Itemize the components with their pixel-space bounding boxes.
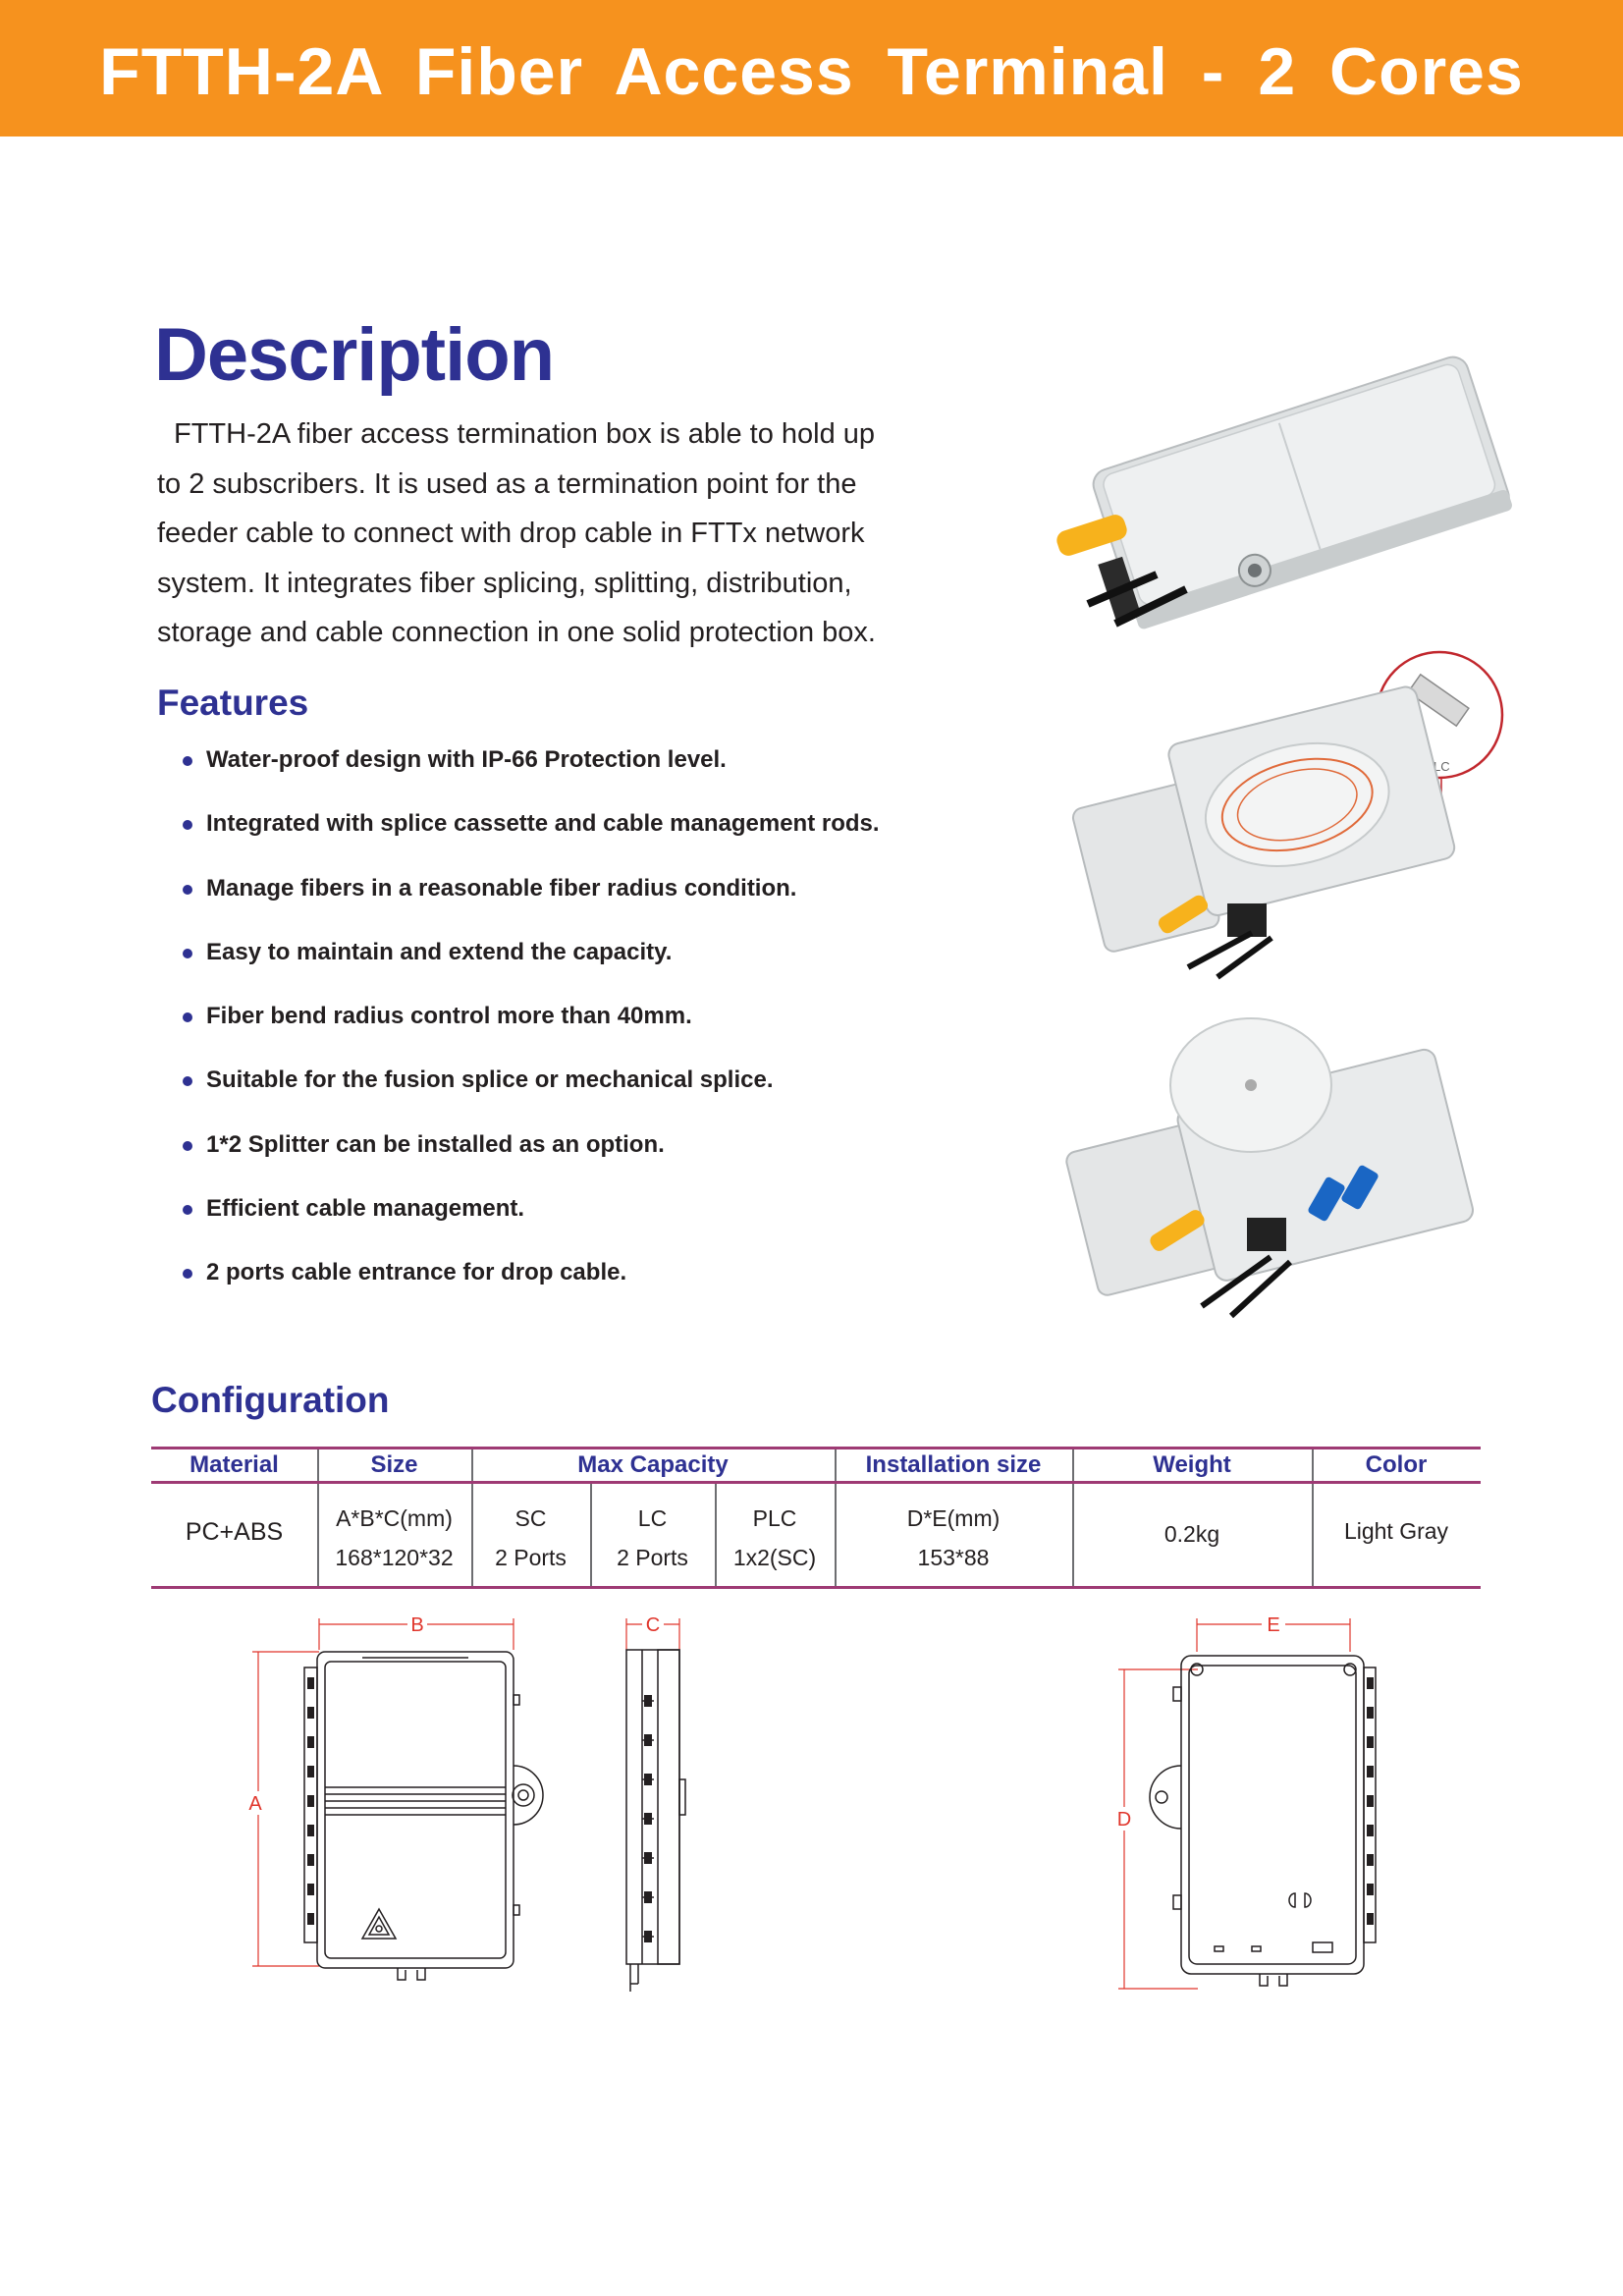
dim-label-e: E bbox=[1267, 1614, 1279, 1636]
cell-separator bbox=[1312, 1484, 1314, 1586]
bullet-icon bbox=[183, 1012, 192, 1023]
feature-text: Fiber bend radius control more than 40mm… bbox=[206, 1003, 692, 1030]
cell-size-unit: A*B*C(mm) bbox=[336, 1505, 453, 1531]
cell-sc-label: SC bbox=[514, 1505, 547, 1531]
rear-view-drawing: E D bbox=[1112, 1613, 1377, 1990]
header-separator bbox=[835, 1449, 837, 1481]
dim-label-a: A bbox=[248, 1793, 262, 1815]
configuration-table: Material Size Max Capacity Installation … bbox=[151, 1447, 1481, 1589]
front-view-drawing: B A bbox=[246, 1613, 544, 1981]
cell-lc-value: 2 Ports bbox=[617, 1545, 688, 1570]
description-heading: Description bbox=[154, 313, 555, 397]
bullet-icon bbox=[183, 1269, 192, 1280]
features-list: Water-proof design with IP-66 Protection… bbox=[183, 746, 880, 1324]
cell-plc-label: PLC bbox=[752, 1505, 797, 1531]
feature-text: Integrated with splice cassette and cabl… bbox=[206, 810, 880, 838]
feature-item: 1*2 Splitter can be installed as an opti… bbox=[183, 1131, 880, 1195]
feature-item: Manage fibers in a reasonable fiber radi… bbox=[183, 875, 880, 939]
bullet-icon bbox=[183, 948, 192, 958]
dim-label-d: D bbox=[1117, 1809, 1131, 1831]
table-bottom-rule bbox=[151, 1586, 1481, 1589]
bullet-icon bbox=[183, 1140, 192, 1151]
features-heading: Features bbox=[157, 683, 309, 723]
cell-color: Light Gray bbox=[1343, 1518, 1449, 1544]
header-color: Color bbox=[1365, 1451, 1428, 1478]
header-weight: Weight bbox=[1153, 1451, 1231, 1478]
configuration-heading: Configuration bbox=[151, 1380, 390, 1420]
feature-text: Easy to maintain and extend the capacity… bbox=[206, 938, 673, 965]
feature-item: Easy to maintain and extend the capacity… bbox=[183, 939, 880, 1003]
product-photo-open-adapters bbox=[1065, 1017, 1475, 1319]
header-separator bbox=[1312, 1449, 1314, 1481]
header-banner bbox=[0, 0, 1623, 137]
cell-plc-value: 1x2(SC) bbox=[732, 1545, 817, 1570]
bullet-icon bbox=[183, 1205, 192, 1216]
cell-size-value: 168*120*32 bbox=[335, 1545, 454, 1570]
header-separator bbox=[1072, 1449, 1074, 1481]
feature-item: 2 ports cable entrance for drop cable. bbox=[183, 1259, 880, 1323]
header-separator bbox=[317, 1449, 319, 1481]
bullet-icon bbox=[183, 756, 192, 766]
feature-text: 2 ports cable entrance for drop cable. bbox=[206, 1259, 627, 1286]
header-separator bbox=[471, 1449, 473, 1481]
cell-separator bbox=[471, 1484, 473, 1586]
header-max-capacity: Max Capacity bbox=[577, 1451, 729, 1478]
product-photo-closed bbox=[1056, 355, 1512, 629]
cell-install-value: 153*88 bbox=[917, 1545, 990, 1570]
side-view-drawing: C bbox=[625, 1613, 686, 1992]
cell-separator bbox=[715, 1484, 717, 1586]
feature-item: Integrated with splice cassette and cabl… bbox=[183, 810, 880, 874]
header-installation-size: Installation size bbox=[865, 1451, 1042, 1478]
cell-sc-value: 2 Ports bbox=[495, 1545, 567, 1570]
feature-item: Water-proof design with IP-66 Protection… bbox=[183, 746, 880, 810]
cell-separator bbox=[590, 1484, 592, 1586]
header-material: Material bbox=[189, 1451, 279, 1478]
feature-text: Suitable for the fusion splice or mechan… bbox=[206, 1066, 774, 1094]
feature-text: Water-proof design with IP-66 Protection… bbox=[206, 746, 727, 773]
cell-weight: 0.2kg bbox=[1163, 1521, 1220, 1547]
feature-item: Efficient cable management. bbox=[183, 1195, 880, 1259]
bullet-icon bbox=[183, 1076, 192, 1087]
header-size: Size bbox=[370, 1451, 418, 1478]
feature-item: Suitable for the fusion splice or mechan… bbox=[183, 1066, 880, 1130]
cell-install-unit: D*E(mm) bbox=[906, 1505, 1001, 1531]
bullet-icon bbox=[183, 820, 192, 831]
cell-material: PC+ABS bbox=[185, 1518, 284, 1546]
bullet-icon bbox=[183, 884, 192, 895]
cell-separator bbox=[1072, 1484, 1074, 1586]
product-photo-open-cassette: PLC bbox=[1071, 650, 1504, 980]
cell-lc-label: LC bbox=[637, 1505, 668, 1531]
table-top-rule bbox=[151, 1447, 1481, 1449]
cell-separator bbox=[835, 1484, 837, 1586]
page-title: FTTH-2A Fiber Access Terminal - 2 Cores bbox=[99, 34, 1524, 109]
dim-label-b: B bbox=[410, 1614, 423, 1636]
feature-text: Efficient cable management. bbox=[206, 1195, 525, 1223]
table-header-rule bbox=[151, 1481, 1481, 1484]
description-text: FTTH-2A fiber access termination box is … bbox=[157, 418, 876, 648]
feature-item: Fiber bend radius control more than 40mm… bbox=[183, 1003, 880, 1066]
feature-text: Manage fibers in a reasonable fiber radi… bbox=[206, 874, 797, 902]
feature-text: 1*2 Splitter can be installed as an opti… bbox=[206, 1130, 665, 1158]
cell-separator bbox=[317, 1484, 319, 1586]
dim-label-c: C bbox=[646, 1614, 660, 1636]
